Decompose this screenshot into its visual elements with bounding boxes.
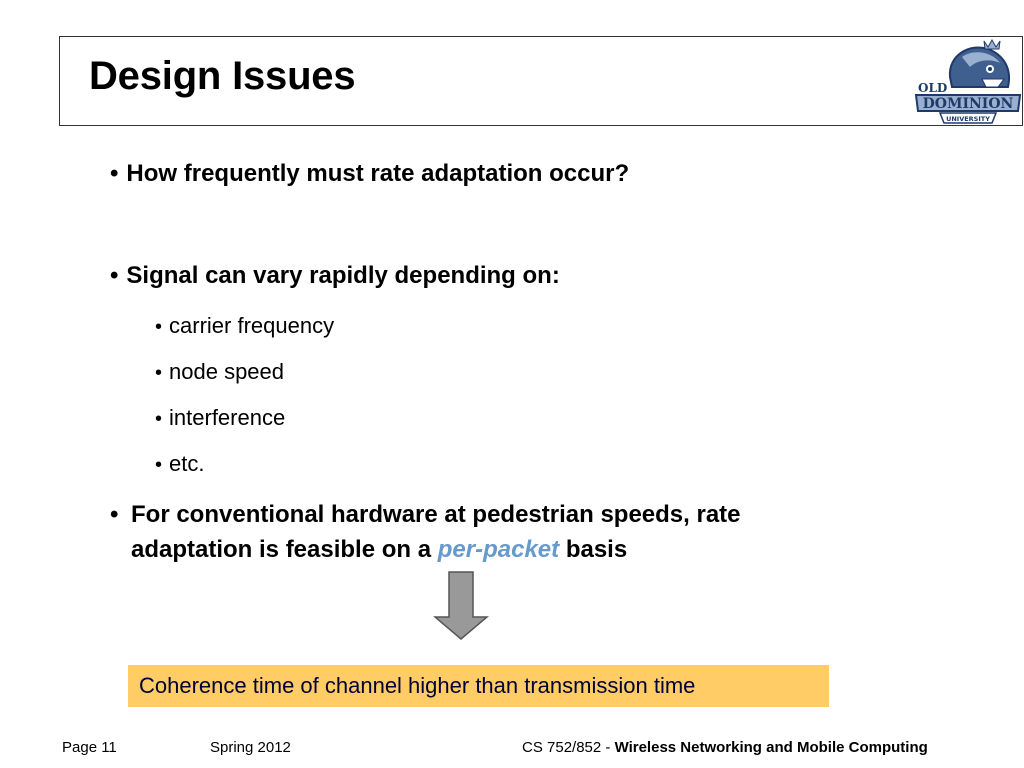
bullet-marker: • [155,454,163,476]
bullet-marker: • [110,262,119,289]
sub-bullet-3: • interference [155,405,285,431]
line-2-suffix: basis [565,536,628,563]
bullet-marker: • [110,160,119,187]
sub-bullet-1: • carrier frequency [155,313,334,339]
footer-course: CS 752/852 - Wireless Networking and Mob… [522,739,928,756]
sub-bullet-2: • node speed [155,359,284,385]
course-code: CS 752/852 - [522,739,611,756]
bullet-text: Signal can vary rapidly depending on: [126,262,560,289]
sub-bullet-4: • etc. [155,451,204,477]
line-2-prefix: adaptation is feasible on a [131,536,432,563]
bullet-3: • For conventional hardware at pedestria… [110,497,870,567]
bullet-text-line-1: For conventional hardware at pedestrian … [131,501,741,528]
svg-text:UNIVERSITY: UNIVERSITY [946,115,990,123]
bullet-marker: • [155,362,163,384]
bullet-text-line-2: adaptation is feasible on a per-packet b… [131,532,870,567]
sub-bullet-text: etc. [169,451,205,476]
footer-page-number: Page 11 [62,739,117,756]
university-logo: OLD DOMINION UNIVERSITY [914,38,1022,124]
sub-bullet-text: carrier frequency [169,313,335,338]
bullet-marker: • [110,501,119,528]
course-name: Wireless Networking and Mobile Computing [614,739,928,756]
bullet-text: How frequently must rate adaptation occu… [126,160,630,187]
sub-bullet-text: node speed [169,359,285,384]
title-box: Design Issues OLD DOMINION UNIVERSITY [59,36,1023,126]
footer-term: Spring 2012 [210,739,291,756]
bullet-marker: • [155,316,163,338]
bullet-2: • Signal can vary rapidly depending on: [110,262,560,290]
down-arrow-icon [433,571,489,640]
svg-text:DOMINION: DOMINION [923,96,1014,112]
callout-box: Coherence time of channel higher than tr… [128,665,829,707]
bullet-marker: • [155,408,163,430]
page-title: Design Issues [89,54,356,98]
bullet-1: • How frequently must rate adaptation oc… [110,160,629,188]
emphasis-per-packet: per-packet [437,536,560,563]
sub-bullet-text: interference [169,405,286,430]
svg-text:OLD: OLD [918,81,947,95]
